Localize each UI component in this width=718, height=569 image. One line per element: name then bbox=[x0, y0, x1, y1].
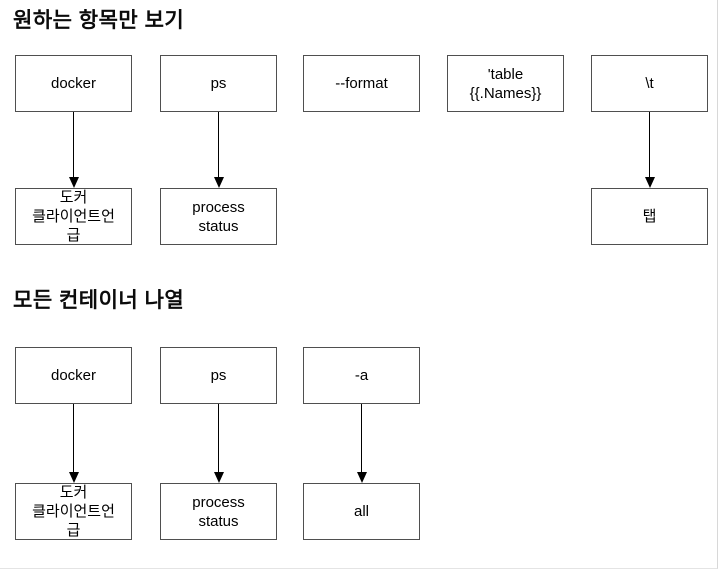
arrow-line bbox=[218, 112, 219, 177]
node-label: docker bbox=[50, 367, 97, 384]
node-table-names: 'table {{.Names}} bbox=[447, 55, 564, 112]
node-label: ps bbox=[210, 367, 227, 384]
node-ps-s2: ps bbox=[160, 347, 277, 404]
arrow-down-icon bbox=[213, 177, 224, 188]
node-tab-desc: 탭 bbox=[591, 188, 708, 245]
node-all-desc: all bbox=[303, 483, 420, 540]
arrow-line bbox=[73, 112, 74, 177]
node-label: process status bbox=[192, 493, 245, 530]
node-tab-escape: \t bbox=[591, 55, 708, 112]
node-label: -a bbox=[354, 367, 369, 384]
arrow-tab-s1 bbox=[644, 112, 655, 188]
node-ps-desc-s1: process status bbox=[160, 188, 277, 245]
node-label: docker bbox=[50, 75, 97, 92]
node-docker-s1: docker bbox=[15, 55, 132, 112]
arrow-docker-s2 bbox=[68, 404, 79, 483]
arrow-down-icon bbox=[68, 472, 79, 483]
arrow-ps-s1 bbox=[213, 112, 224, 188]
arrow-down-icon bbox=[68, 177, 79, 188]
arrow-line bbox=[649, 112, 650, 177]
node-label: process status bbox=[192, 198, 245, 235]
arrow-ps-s2 bbox=[213, 404, 224, 483]
node-label: ps bbox=[210, 75, 227, 92]
node-label: \t bbox=[645, 75, 654, 92]
node-label: --format bbox=[335, 75, 388, 92]
arrow-line bbox=[361, 404, 362, 472]
arrow-all-s2 bbox=[356, 404, 367, 483]
node-ps-s1: ps bbox=[160, 55, 277, 112]
node-docker-s2: docker bbox=[15, 347, 132, 404]
node-docker-desc-s1: 도커 클라이언트언 급 bbox=[15, 188, 132, 245]
section2-title: 모든 컨테이너 나열 bbox=[13, 289, 185, 312]
node-all-flag: -a bbox=[303, 347, 420, 404]
node-docker-desc-s2: 도커 클라이언트언 급 bbox=[15, 483, 132, 540]
node-label: 탭 bbox=[642, 208, 657, 225]
arrow-down-icon bbox=[644, 177, 655, 188]
arrow-down-icon bbox=[356, 472, 367, 483]
arrow-down-icon bbox=[213, 472, 224, 483]
node-ps-desc-s2: process status bbox=[160, 483, 277, 540]
node-label: all bbox=[353, 503, 369, 520]
arrow-line bbox=[73, 404, 74, 472]
node-label: 도커 클라이언트언 급 bbox=[32, 484, 115, 539]
node-label: 도커 클라이언트언 급 bbox=[32, 189, 115, 244]
node-label: 'table {{.Names}} bbox=[469, 65, 542, 102]
arrow-docker-s1 bbox=[68, 112, 79, 188]
section1-title: 원하는 항목만 보기 bbox=[13, 9, 185, 32]
arrow-line bbox=[218, 404, 219, 472]
node-format-flag: --format bbox=[303, 55, 420, 112]
